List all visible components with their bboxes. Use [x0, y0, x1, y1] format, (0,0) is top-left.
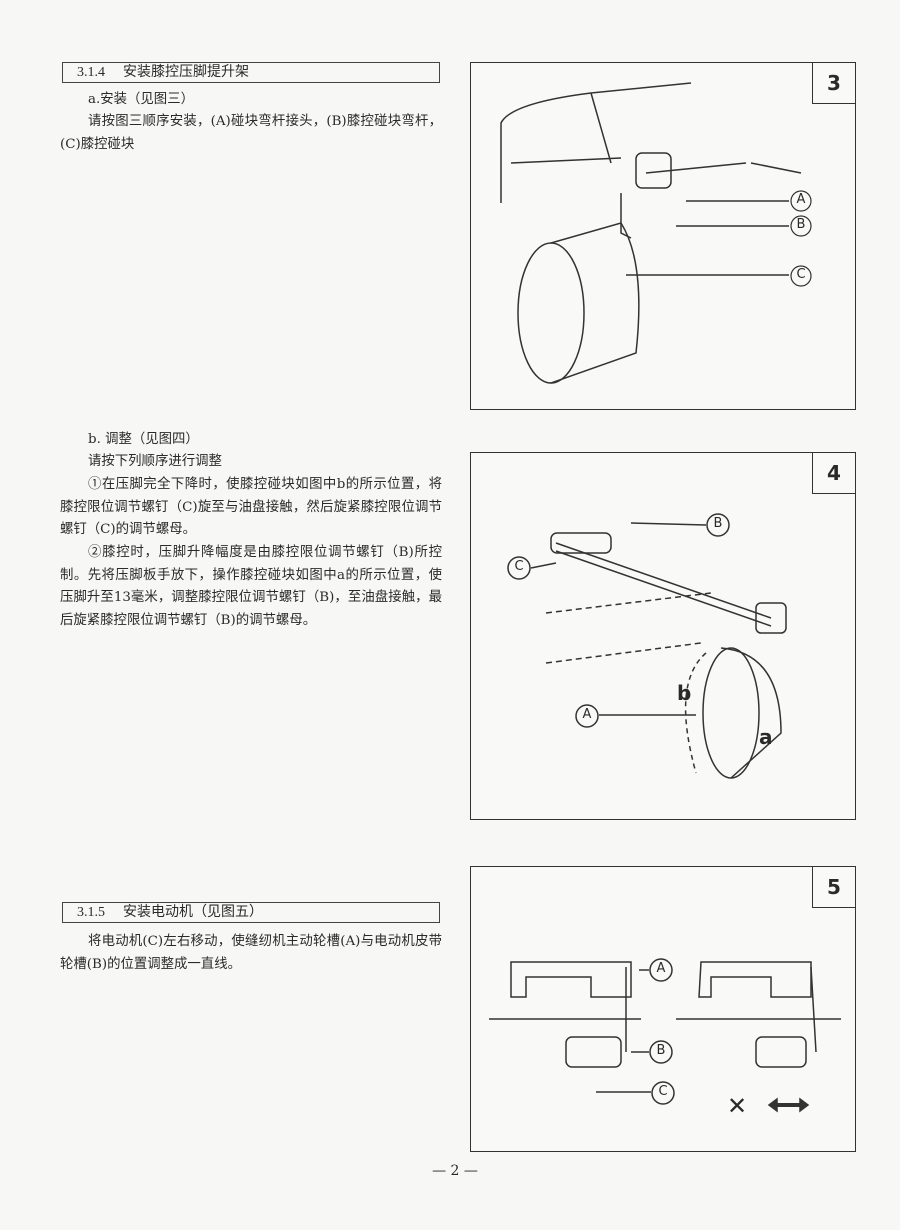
callout-a: A: [582, 707, 592, 722]
adjust-intro: 请按下列顺序进行调整: [88, 454, 222, 469]
knee-adjust-drawing: [507, 513, 787, 779]
callout-a: A: [656, 961, 666, 976]
section-number: 3.1.4: [77, 65, 105, 80]
figure-5: 5 A B C ✕: [470, 866, 856, 1152]
figure-number: 3: [812, 63, 855, 104]
figure-4: 4 B C A b a: [470, 452, 856, 820]
callout-c: C: [514, 559, 524, 574]
section-heading-3-1-4: 3.1.4 安装膝控压脚提升架: [62, 62, 440, 83]
section-title: 安装电动机（见图五）: [123, 904, 263, 920]
install-heading: a.安装（见图三）: [88, 92, 194, 107]
callout-c: C: [658, 1084, 668, 1099]
adjust-heading: b. 调整（见图四）: [88, 432, 199, 447]
callout-b: B: [796, 217, 806, 232]
figure-number: 5: [812, 867, 855, 908]
section-number: 3.1.5: [77, 905, 105, 920]
figure-number: 4: [812, 453, 855, 494]
adjust-step-2: ②膝控时，压脚升降幅度是由膝控限位调节螺钉（B)所控制。先将压脚板手放下，操作膝…: [60, 545, 442, 628]
callout-b: B: [656, 1043, 666, 1058]
motor-alignment-drawing: [489, 958, 841, 1113]
page-number: — 2 —: [432, 1163, 478, 1179]
wrong-x-icon: ✕: [727, 1092, 748, 1120]
callout-c: C: [796, 267, 806, 282]
knee-lifter-drawing: [500, 82, 812, 384]
callout-a: A: [796, 192, 806, 207]
section-title: 安装膝控压脚提升架: [123, 64, 249, 80]
position-a-label: a: [759, 725, 773, 749]
adjust-step-1: ①在压脚完全下降时，使膝控碰块如图中b的所示位置，将膝控限位调节螺钉（C)旋至与…: [60, 477, 442, 538]
motor-body: 将电动机(C)左右移动，使缝纫机主动轮槽(A)与电动机皮带轮槽(B)的位置调整成…: [60, 934, 442, 972]
position-b-label: b: [677, 681, 692, 705]
callout-b: B: [713, 516, 723, 531]
section-heading-3-1-5: 3.1.5 安装电动机（见图五）: [62, 902, 440, 923]
install-body: 请按图三顺序安装，(A)碰块弯杆接头，(B)膝控碰块弯杆，(C)膝控碰块: [60, 114, 442, 152]
double-arrow-icon: [769, 1097, 809, 1113]
figure-3: 3 A B C: [470, 62, 856, 410]
